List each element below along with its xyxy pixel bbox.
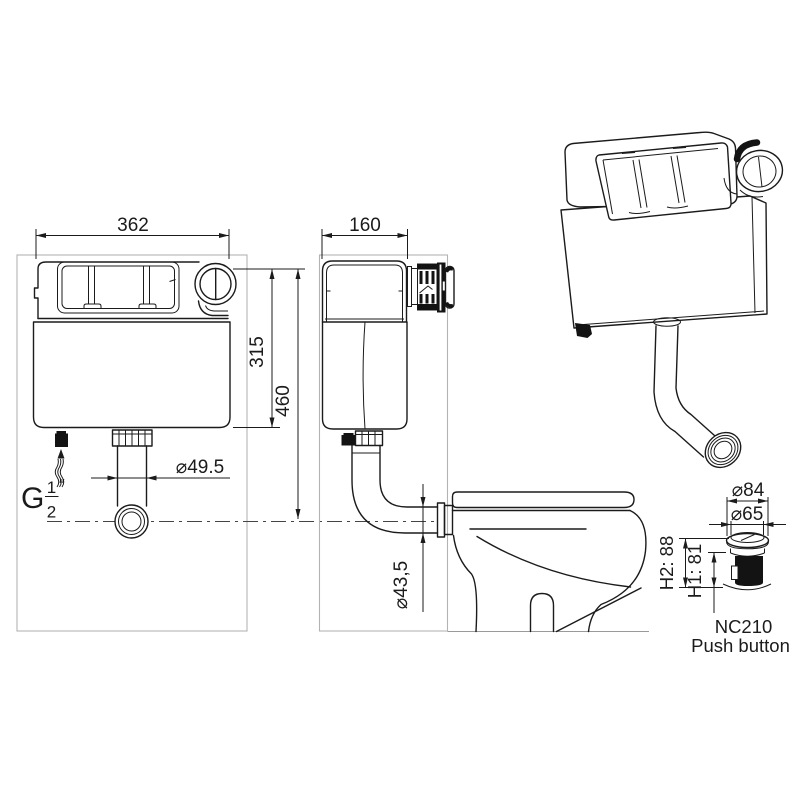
- front-view: G 1 2 ″ 362 315: [16, 215, 437, 632]
- side-wall-outline: [318, 254, 449, 632]
- perspective-body: [560, 195, 768, 329]
- total-height-label: 460: [273, 385, 294, 417]
- perspective-foot: [575, 323, 592, 338]
- push-button-detail: ⌀84 ⌀65 H2: 88: [656, 480, 790, 656]
- side-view: 160 ⌀43,5: [318, 215, 649, 633]
- side-flush-elbow-pipe: [351, 444, 454, 538]
- detail-h1-dimension: H1: 81: [684, 544, 726, 613]
- perspective-view: [560, 131, 784, 469]
- perspective-flush-pipe: [653, 317, 742, 469]
- detail-model-label: NC210: [715, 616, 773, 637]
- inlet-thread-numerator: 1: [47, 478, 56, 497]
- side-button-cap: [444, 265, 455, 309]
- detail-button-diameter-dimension: ⌀65: [709, 504, 786, 535]
- front-rib-2: [143, 266, 150, 304]
- front-width-label: 362: [117, 215, 149, 236]
- detail-button-diameter-label: ⌀65: [731, 504, 764, 525]
- perspective-tank-opening: [595, 142, 732, 221]
- side-depth-label: 160: [349, 215, 381, 236]
- inlet-thread-letter: G: [21, 482, 44, 515]
- perspective-pipe-connector: [704, 431, 742, 469]
- flush-pipe-diameter-dimension: ⌀49.5: [91, 457, 230, 481]
- cistern-height-label: 315: [247, 336, 268, 368]
- cistern-height-dimension: 315: [233, 268, 305, 428]
- inlet-leader-squiggle: [54, 449, 65, 488]
- inlet-thread-label: G 1 2 ″: [21, 449, 65, 522]
- detail-h1-label: H1: 81: [684, 544, 705, 599]
- detail-h2-label: H2: 88: [656, 536, 677, 591]
- inlet-thread-denominator: 2: [47, 503, 56, 522]
- toilet-bowl-profile: [451, 491, 647, 633]
- front-flush-pipe: [114, 445, 149, 539]
- outlet-pipe-diameter-label: ⌀43,5: [391, 561, 412, 609]
- side-push-button-mechanism: [407, 262, 455, 313]
- front-flush-valve-connector: [111, 429, 153, 447]
- front-water-inlet-fitting: [55, 431, 68, 447]
- detail-h2-dimension: H2: 88: [656, 536, 729, 591]
- side-depth-dimension: 160: [321, 215, 408, 259]
- detail-push-button-drawing: [722, 532, 772, 591]
- side-inlet-fitting: [341, 433, 356, 446]
- side-cistern-body: [321, 260, 408, 430]
- perspective-rib-2: [666, 155, 689, 209]
- front-width-dimension: 362: [35, 215, 230, 259]
- inlet-thread-unit: ″: [59, 477, 65, 494]
- perspective-button-shading: [733, 139, 761, 163]
- detail-outer-diameter-dimension: ⌀84: [726, 480, 769, 536]
- side-valve-connector: [354, 430, 384, 447]
- outlet-pipe-diameter-dimension: ⌀43,5: [391, 484, 426, 612]
- perspective-flush-button: [723, 139, 784, 198]
- front-wall-outline: [16, 254, 248, 632]
- front-rib-1: [88, 266, 95, 304]
- detail-type-label: Push button: [691, 635, 790, 656]
- total-height-dimension: 460: [273, 269, 301, 519]
- toilet-seat: [451, 491, 635, 509]
- detail-outer-diameter-label: ⌀84: [732, 480, 765, 501]
- flush-pipe-diameter-label: ⌀49.5: [176, 457, 224, 478]
- front-cistern-body: [32, 261, 237, 429]
- front-tank-opening: [57, 261, 180, 314]
- perspective-rib-1: [628, 159, 651, 215]
